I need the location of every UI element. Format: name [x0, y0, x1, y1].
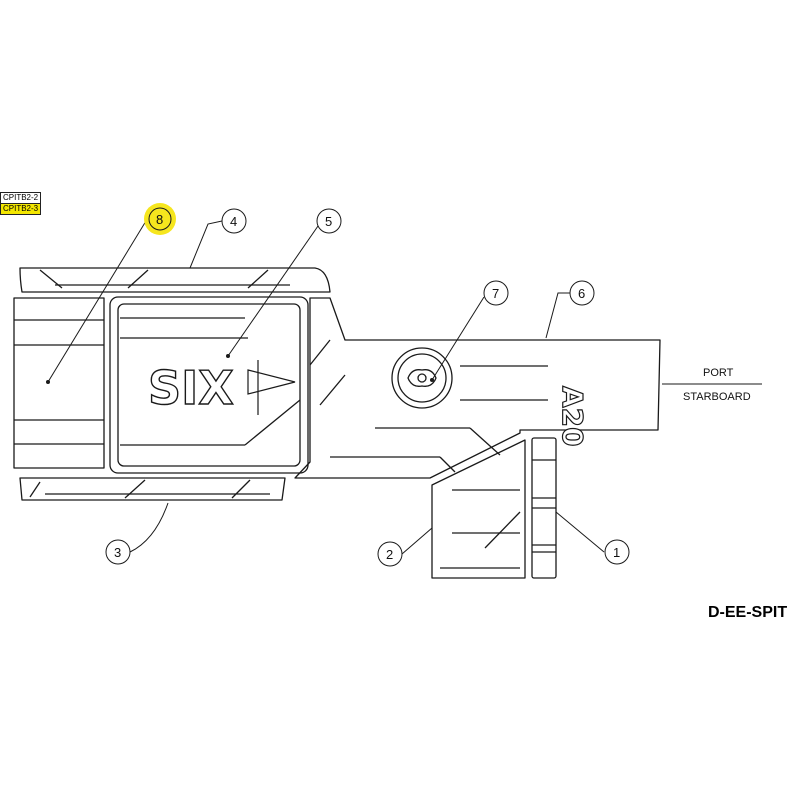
part-2-outline	[431, 439, 526, 579]
svg-text:8: 8	[156, 212, 163, 227]
callout-8: 8	[144, 203, 176, 235]
leader-5	[227, 225, 319, 357]
callout-2: 2	[377, 541, 403, 567]
leader-dots	[46, 354, 434, 384]
part-6-outline	[294, 297, 661, 479]
leader-1	[555, 511, 605, 553]
callout-5: 5	[316, 208, 342, 234]
callout-6: 6	[569, 280, 595, 306]
part-4-outline	[19, 267, 331, 293]
leader-3	[129, 502, 169, 553]
logo-arrow-icon	[247, 360, 296, 415]
leader-7	[431, 296, 485, 381]
starboard-label: STARBOARD	[683, 391, 751, 403]
svg-text:7: 7	[492, 286, 499, 301]
svg-text:1: 1	[613, 545, 620, 560]
svg-text:4: 4	[230, 214, 237, 229]
leader-6	[545, 292, 570, 339]
part-5-outline	[109, 296, 309, 474]
svg-text:3: 3	[114, 545, 121, 560]
callout-1: 1	[604, 539, 630, 565]
part-3-outline	[19, 477, 286, 501]
cut-off-heading: D-EE-SPIT	[708, 604, 787, 621]
leader-8	[47, 220, 147, 383]
callout-7: 7	[483, 280, 509, 306]
leader-2	[401, 527, 433, 555]
leader-4	[189, 220, 223, 269]
part-8-outline	[13, 297, 105, 469]
part-tag-cpitb2-3: CPITB2-3	[0, 203, 42, 215]
six-logo: SIX	[148, 361, 234, 415]
callout-4: 4	[221, 208, 247, 234]
part-7-outline	[391, 347, 453, 409]
svg-text:2: 2	[386, 547, 393, 562]
callout-3: 3	[105, 539, 131, 565]
svg-text:5: 5	[325, 214, 332, 229]
a20-logo: A20	[556, 386, 589, 447]
svg-text:6: 6	[578, 286, 585, 301]
port-label: PORT	[703, 367, 734, 379]
